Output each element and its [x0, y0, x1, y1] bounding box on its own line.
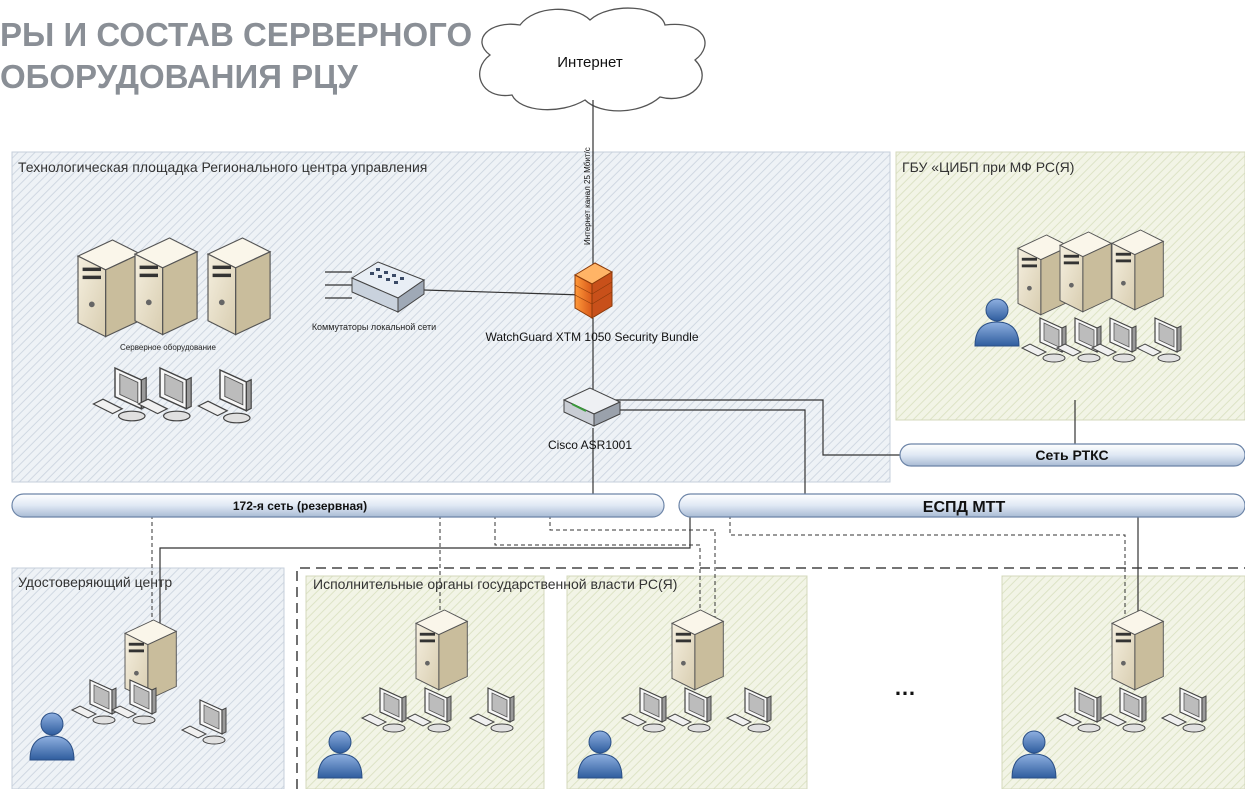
page-title-line1: РЫ И СОСТАВ СЕРВЕРНОГО [0, 16, 473, 53]
bus-espd [678, 493, 1245, 518]
server-icon [207, 237, 271, 336]
router-label: Cisco ASR1001 [548, 438, 632, 452]
switches-label: Коммутаторы локальной сети [312, 322, 436, 332]
executive-dashed-border [296, 567, 1245, 789]
internet-channel-label: Интернет канал 25 Мбит/с [583, 147, 592, 245]
firewall-icon [573, 262, 614, 319]
backup-lines [151, 515, 1126, 640]
router-icon [562, 387, 622, 427]
server-icon [134, 237, 198, 336]
switch-icon [350, 261, 426, 313]
zone-label-tech-site: Технологическая площадка Регионального ц… [18, 159, 427, 175]
espd-network-label: ЕСПД МТТ [923, 499, 1006, 516]
ellipsis-label: … [894, 675, 916, 700]
bus-backup [11, 493, 665, 518]
server-icon [415, 609, 468, 691]
internet-label: Интернет [557, 54, 623, 71]
bus-rtks [899, 443, 1245, 467]
firewall-label: WatchGuard XTM 1050 Security Bundle [486, 330, 699, 344]
zone-label-cert-center: Удостоверяющий центр [18, 574, 172, 590]
server-icon [1059, 231, 1112, 313]
page-title-line2: ОБОРУДОВАНИЯ РЦУ [0, 58, 358, 95]
server-icon [671, 609, 724, 691]
zone-label-gbu: ГБУ «ЦИБП при МФ РС(Я) [902, 159, 1074, 175]
internet-cloud [479, 7, 706, 112]
backup-network-label: 172-я сеть (резервная) [233, 499, 367, 513]
rtks-network-label: Сеть РТКС [1035, 447, 1108, 463]
servers-label: Серверное оборудование [120, 343, 216, 352]
page-title: РЫ И СОСТАВ СЕРВЕРНОГО ОБОРУДОВАНИЯ РЦУ [0, 14, 472, 98]
server-icon [1111, 229, 1164, 311]
server-icon [1111, 609, 1164, 691]
connection-lines [159, 100, 1139, 640]
server-icon [77, 239, 141, 338]
zone-label-executive: Исполнительные органы государственной вл… [313, 576, 677, 592]
